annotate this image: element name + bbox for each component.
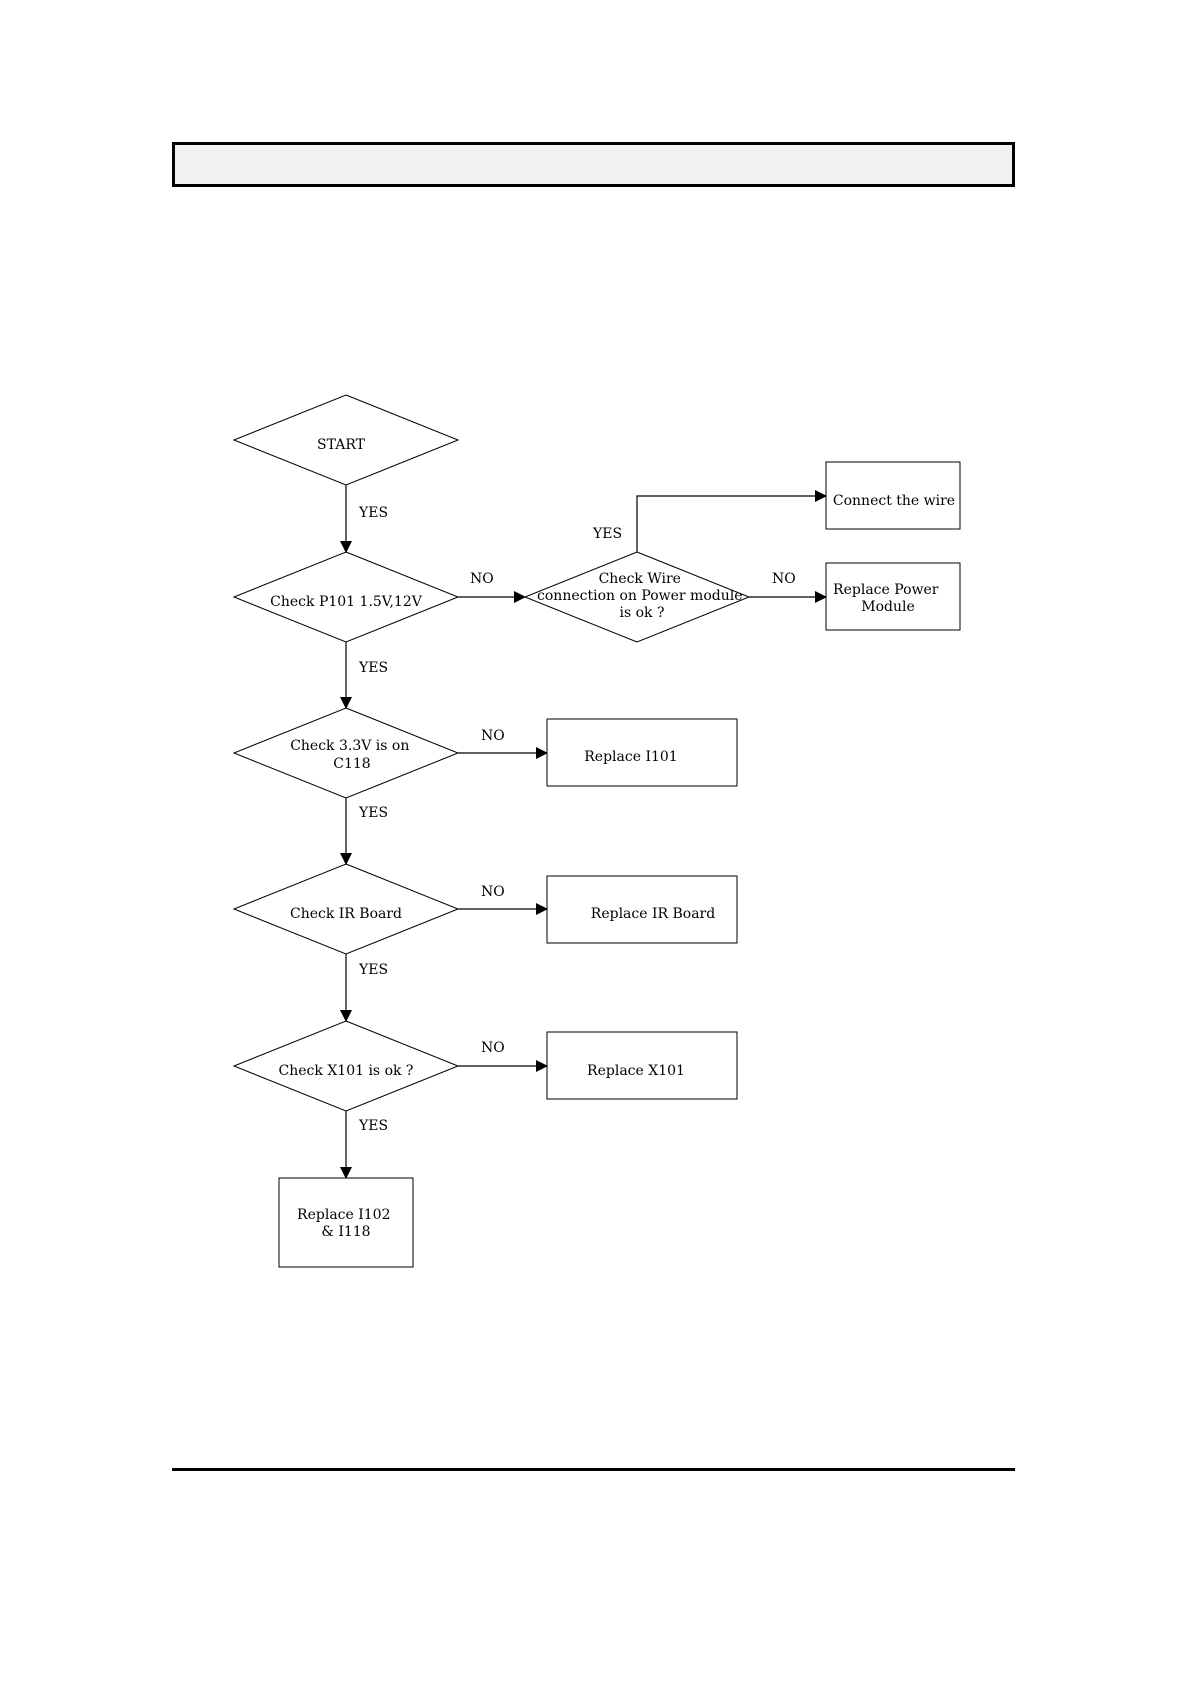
- replace-x101-label: Replace X101: [587, 1063, 685, 1079]
- edge-label-33v-to-i101: NO: [481, 728, 505, 744]
- check-x101-label: Check X101 is ok ?: [279, 1063, 414, 1079]
- arrow-wire-to-connect: [637, 496, 826, 552]
- edge-label-x101-to-replace-x101: NO: [481, 1040, 505, 1056]
- edge-label-ir-to-replace-ir: NO: [481, 884, 505, 900]
- edge-label-33v-to-ir: YES: [358, 805, 388, 821]
- replace-i101-label: Replace I101: [584, 749, 677, 765]
- check-p101-label: Check P101 1.5V,12V: [270, 594, 423, 610]
- replace-ir-label: Replace IR Board: [591, 906, 715, 922]
- edge-label-wire-to-connect: YES: [592, 526, 622, 542]
- footer-rule: [172, 1468, 1015, 1471]
- edge-label-ir-to-x101: YES: [358, 962, 388, 978]
- edge-label-p101-to-wire: NO: [470, 571, 494, 587]
- edge-label-start-to-p101: YES: [358, 505, 388, 521]
- edge-label-p101-to-33v: YES: [358, 660, 388, 676]
- edge-label-wire-to-power: NO: [772, 571, 796, 587]
- start-label: START: [317, 437, 366, 453]
- connect-wire-label: Connect the wire: [833, 493, 955, 509]
- check-ir-label: Check IR Board: [290, 906, 402, 922]
- edge-label-x101-to-i102: YES: [358, 1118, 388, 1134]
